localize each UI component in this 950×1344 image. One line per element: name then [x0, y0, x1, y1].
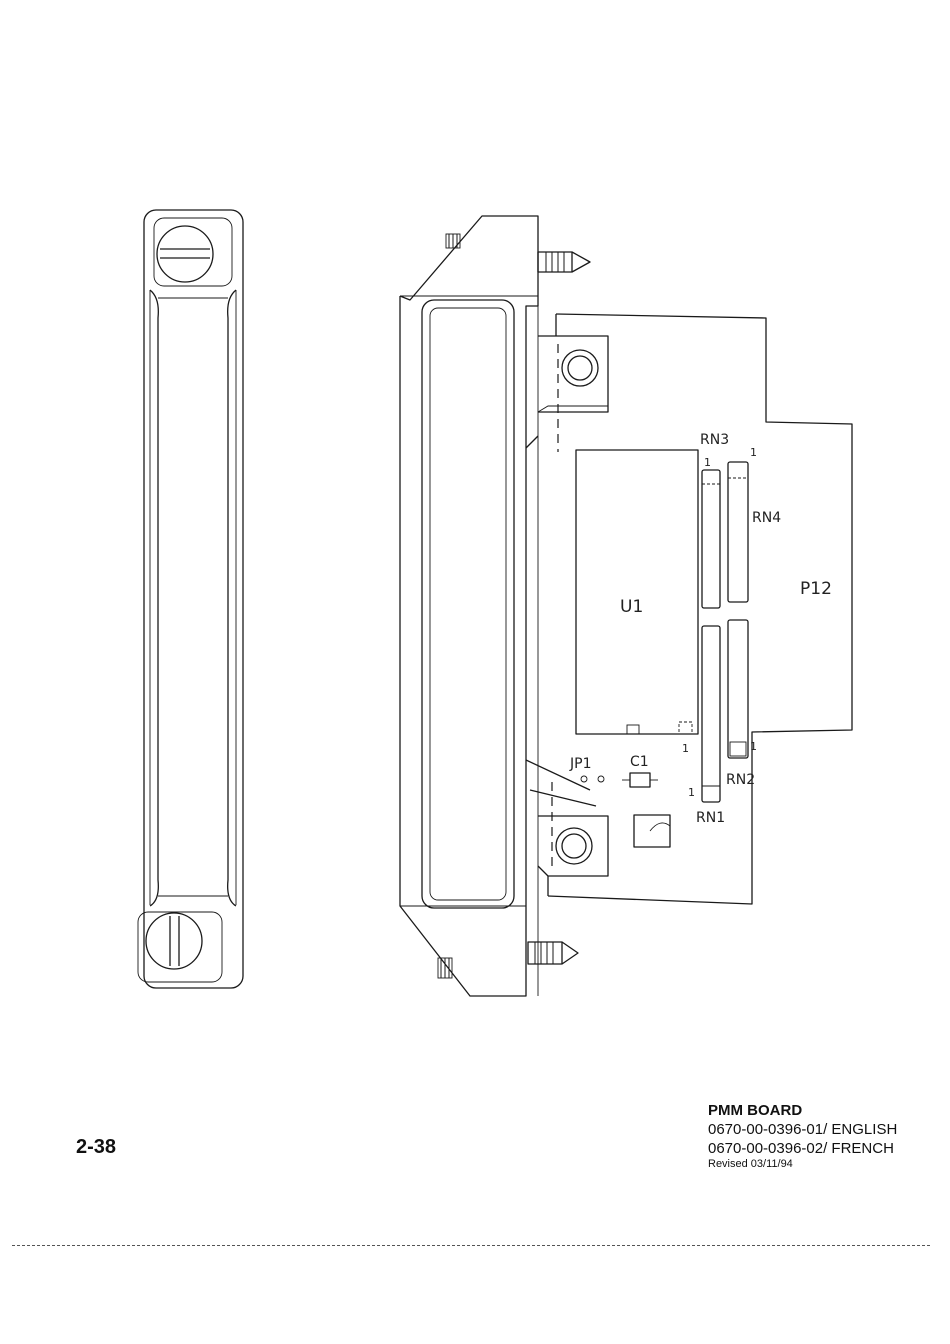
rn1-resistor-network: [702, 626, 720, 802]
screw-head-top-icon: [154, 218, 232, 286]
revision-date: Revised 03/11/94: [708, 1158, 897, 1172]
connector-cover-bar: [138, 210, 243, 988]
connector-teeth-bottom-icon: [438, 958, 452, 978]
pin-one-marker-rn4: 1: [750, 446, 757, 459]
label-rn1: RN1: [696, 810, 725, 826]
jp1-jumper: [581, 776, 604, 782]
mounting-hole-bottom-icon: [556, 828, 592, 864]
label-p12: P12: [800, 579, 832, 599]
pin-one-marker-rn2: 1: [750, 740, 757, 753]
pin-one-marker-rn1: 1: [688, 786, 695, 799]
label-jp1: JP1: [569, 756, 591, 772]
page-number: 2-38: [76, 1136, 116, 1159]
part-number-french: 0670-00-0396-02/ FRENCH: [708, 1140, 897, 1159]
label-u1: U1: [620, 597, 643, 617]
screw-head-bottom-icon: [138, 912, 222, 982]
pin-one-marker-rn3: 1: [704, 456, 711, 469]
footer-rule: [12, 1245, 930, 1246]
u1-ic: [576, 450, 698, 734]
title-block: PMM BOARD 0670-00-0396-01/ ENGLISH 0670-…: [708, 1102, 897, 1172]
label-rn3: RN3: [700, 432, 729, 448]
jack-screw-top-icon: [538, 252, 590, 272]
c1-capacitor: [622, 773, 658, 787]
pin-one-marker-u1: 1: [682, 742, 689, 755]
component-square-icon: [634, 815, 670, 847]
connector-shell: [400, 216, 608, 996]
drawing-title: PMM BOARD: [708, 1102, 897, 1121]
rn2-resistor-network: [728, 620, 748, 758]
rn3-resistor-network: [702, 470, 720, 608]
label-c1: C1: [630, 754, 649, 770]
label-rn4: RN4: [752, 510, 781, 526]
mounting-hole-top-icon: [562, 350, 598, 386]
rn4-resistor-network: [728, 462, 748, 602]
part-number-english: 0670-00-0396-01/ ENGLISH: [708, 1121, 897, 1140]
connector-teeth-top-icon: [446, 234, 460, 248]
label-rn2: RN2: [726, 772, 755, 788]
jack-screw-bottom-icon: [528, 942, 578, 964]
